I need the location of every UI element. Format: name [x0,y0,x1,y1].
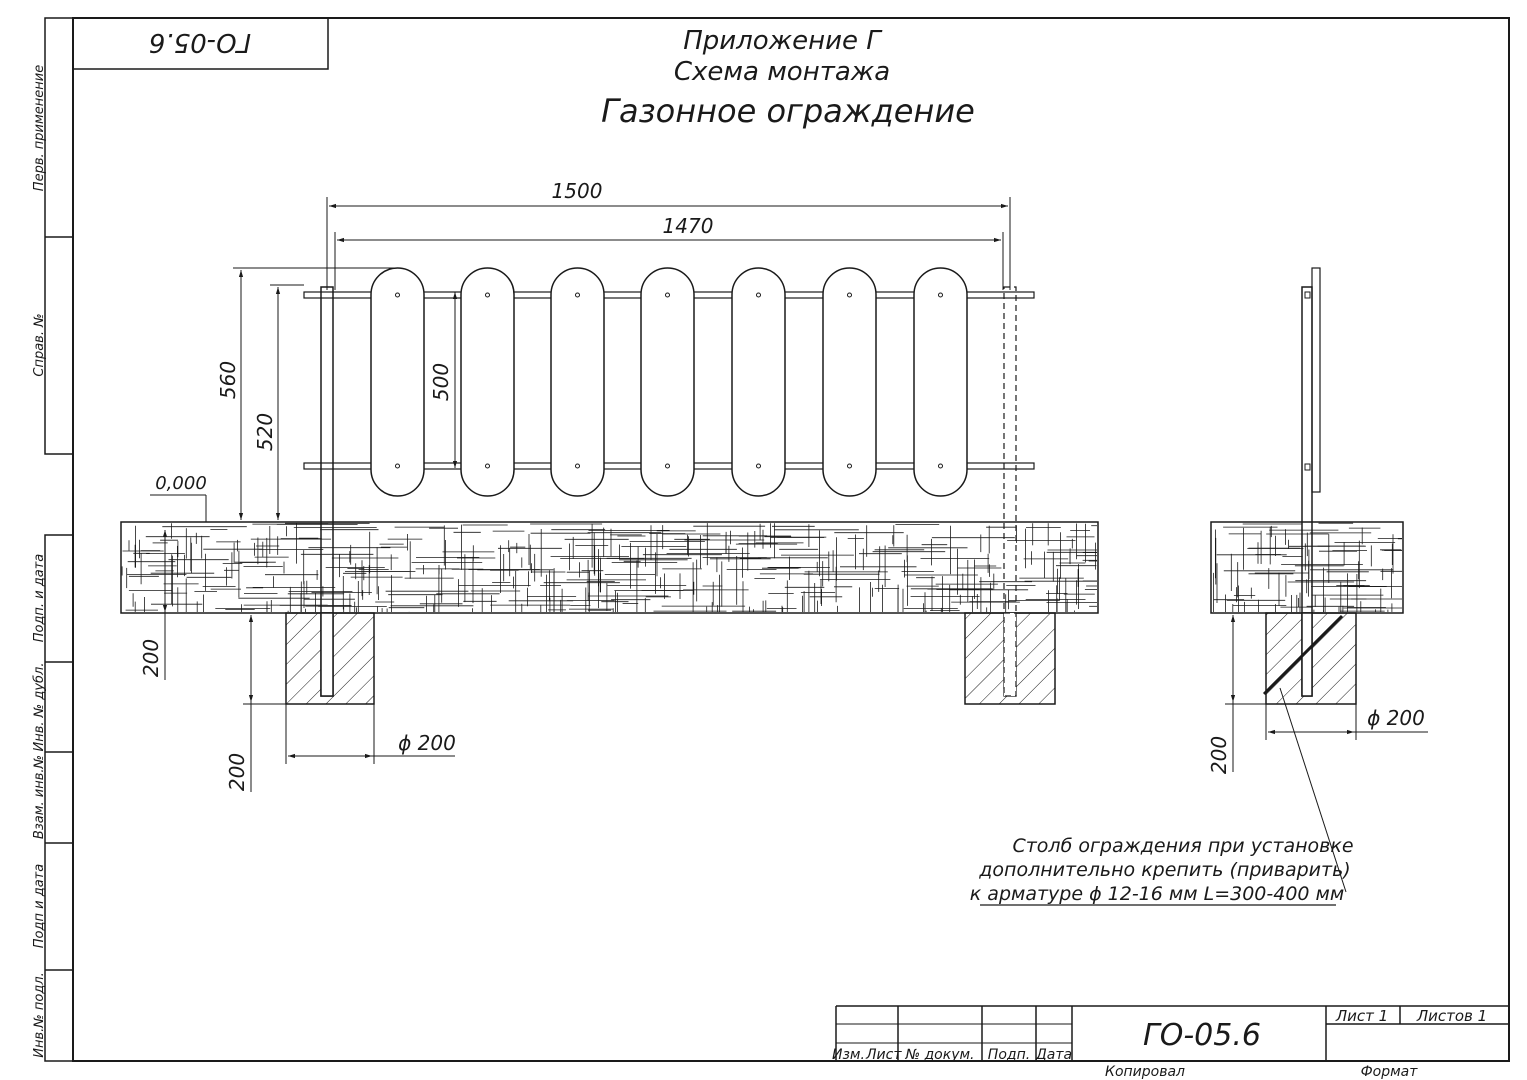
ground-texture-side [1213,522,1402,612]
footing-side [1262,612,1357,705]
tb-sheet: Лист 1 [1335,1007,1388,1025]
dim-200-ground: 200 [139,639,163,677]
tb-sign-label: Подп. [988,1047,1030,1063]
sidebar-field-podp-data-2: Подп и дата [32,864,47,948]
tb-izm-label: Изм. [832,1047,865,1063]
picket-hole [756,292,761,298]
dim-200-footing: 200 [225,753,249,791]
picket-3 [550,267,605,497]
title-scheme: Схема монтажа [674,57,890,87]
sidebar-field-podp-data-1: Подп. и дата [32,554,47,643]
dim-520: 520 [253,413,277,451]
sheet-frame [44,17,1510,1062]
tb-format: Формат [1361,1064,1419,1080]
footing-right [964,612,1056,705]
ground-front [120,521,1099,614]
picket-hole [485,292,490,298]
picket-hole [395,292,400,298]
sidebar-field-vzam-inv: Взам. инв.№ [32,755,47,839]
picket-hole [395,463,400,469]
title-fence: Газонное ограждение [601,92,975,130]
ground-texture-front [121,522,1097,612]
dim-diameter-side: ϕ 200 [1367,706,1425,730]
tb-doc-label: № докум. [904,1047,974,1063]
title-appendix: Приложение Г [683,26,883,56]
picket-1 [370,267,425,497]
sidebar-field-inv-dubl: Инв. № дубл. [32,663,47,752]
picket-4 [640,267,695,497]
picket-2 [460,267,515,497]
mirrored-stamp-code: ГО-05.6 [149,27,251,57]
tb-designation: ГО-05.6 [1143,1018,1261,1053]
dim-200-side: 200 [1207,736,1231,774]
picket-hole [756,463,761,469]
picket-hole [938,292,943,298]
tb-list-label: Лист [865,1047,902,1063]
note-line-1: Столб ограждения при установке [1012,835,1353,857]
sidebar-field-perv: Перв. применение [32,65,47,191]
fence-pickets [370,267,968,497]
dim-diameter-left: ϕ 200 [398,731,456,755]
note-line-3: к арматуре ϕ 12-16 мм L=300-400 мм [970,883,1344,905]
picket-hole [847,292,852,298]
dim-level: 0,000 [155,473,207,494]
picket-hole [665,292,670,298]
sidebar-field-sprav: Справ. № [32,313,47,376]
dim-1470: 1470 [663,214,714,238]
picket-hole [575,292,580,298]
dimensions-front [150,197,1011,792]
title-block: Изм. Лист № докум. Подп. Дата ГО-05.6 Ли… [832,1005,1509,1080]
picket-hole [938,463,943,469]
ground-side [1210,521,1404,614]
fence-front-view [303,267,1035,697]
dim-1500: 1500 [552,179,603,203]
picket-hole [665,463,670,469]
picket-hole [847,463,852,469]
tb-sheets: Листов 1 [1416,1007,1487,1025]
picket-hole [485,463,490,469]
tb-date-label: Дата [1035,1047,1072,1063]
picket-6 [822,267,877,497]
picket-7 [913,267,968,497]
footing-left [285,612,375,705]
dimensions-side [1225,612,1428,893]
dim-500: 500 [429,363,453,401]
tb-copied: Копировал [1105,1064,1185,1080]
picket-5 [731,267,786,497]
picket-hole [575,463,580,469]
sidebar-fields: Перв. применение Справ. № Подп. и дата И… [32,65,47,1058]
dim-560: 560 [216,361,240,399]
note-line-2: дополнительно крепить (приварить) [978,859,1350,881]
mounting-note: Столб ограждения при установке дополните… [970,835,1354,906]
sidebar-field-inv-podl: Инв.№ подл. [32,972,47,1058]
